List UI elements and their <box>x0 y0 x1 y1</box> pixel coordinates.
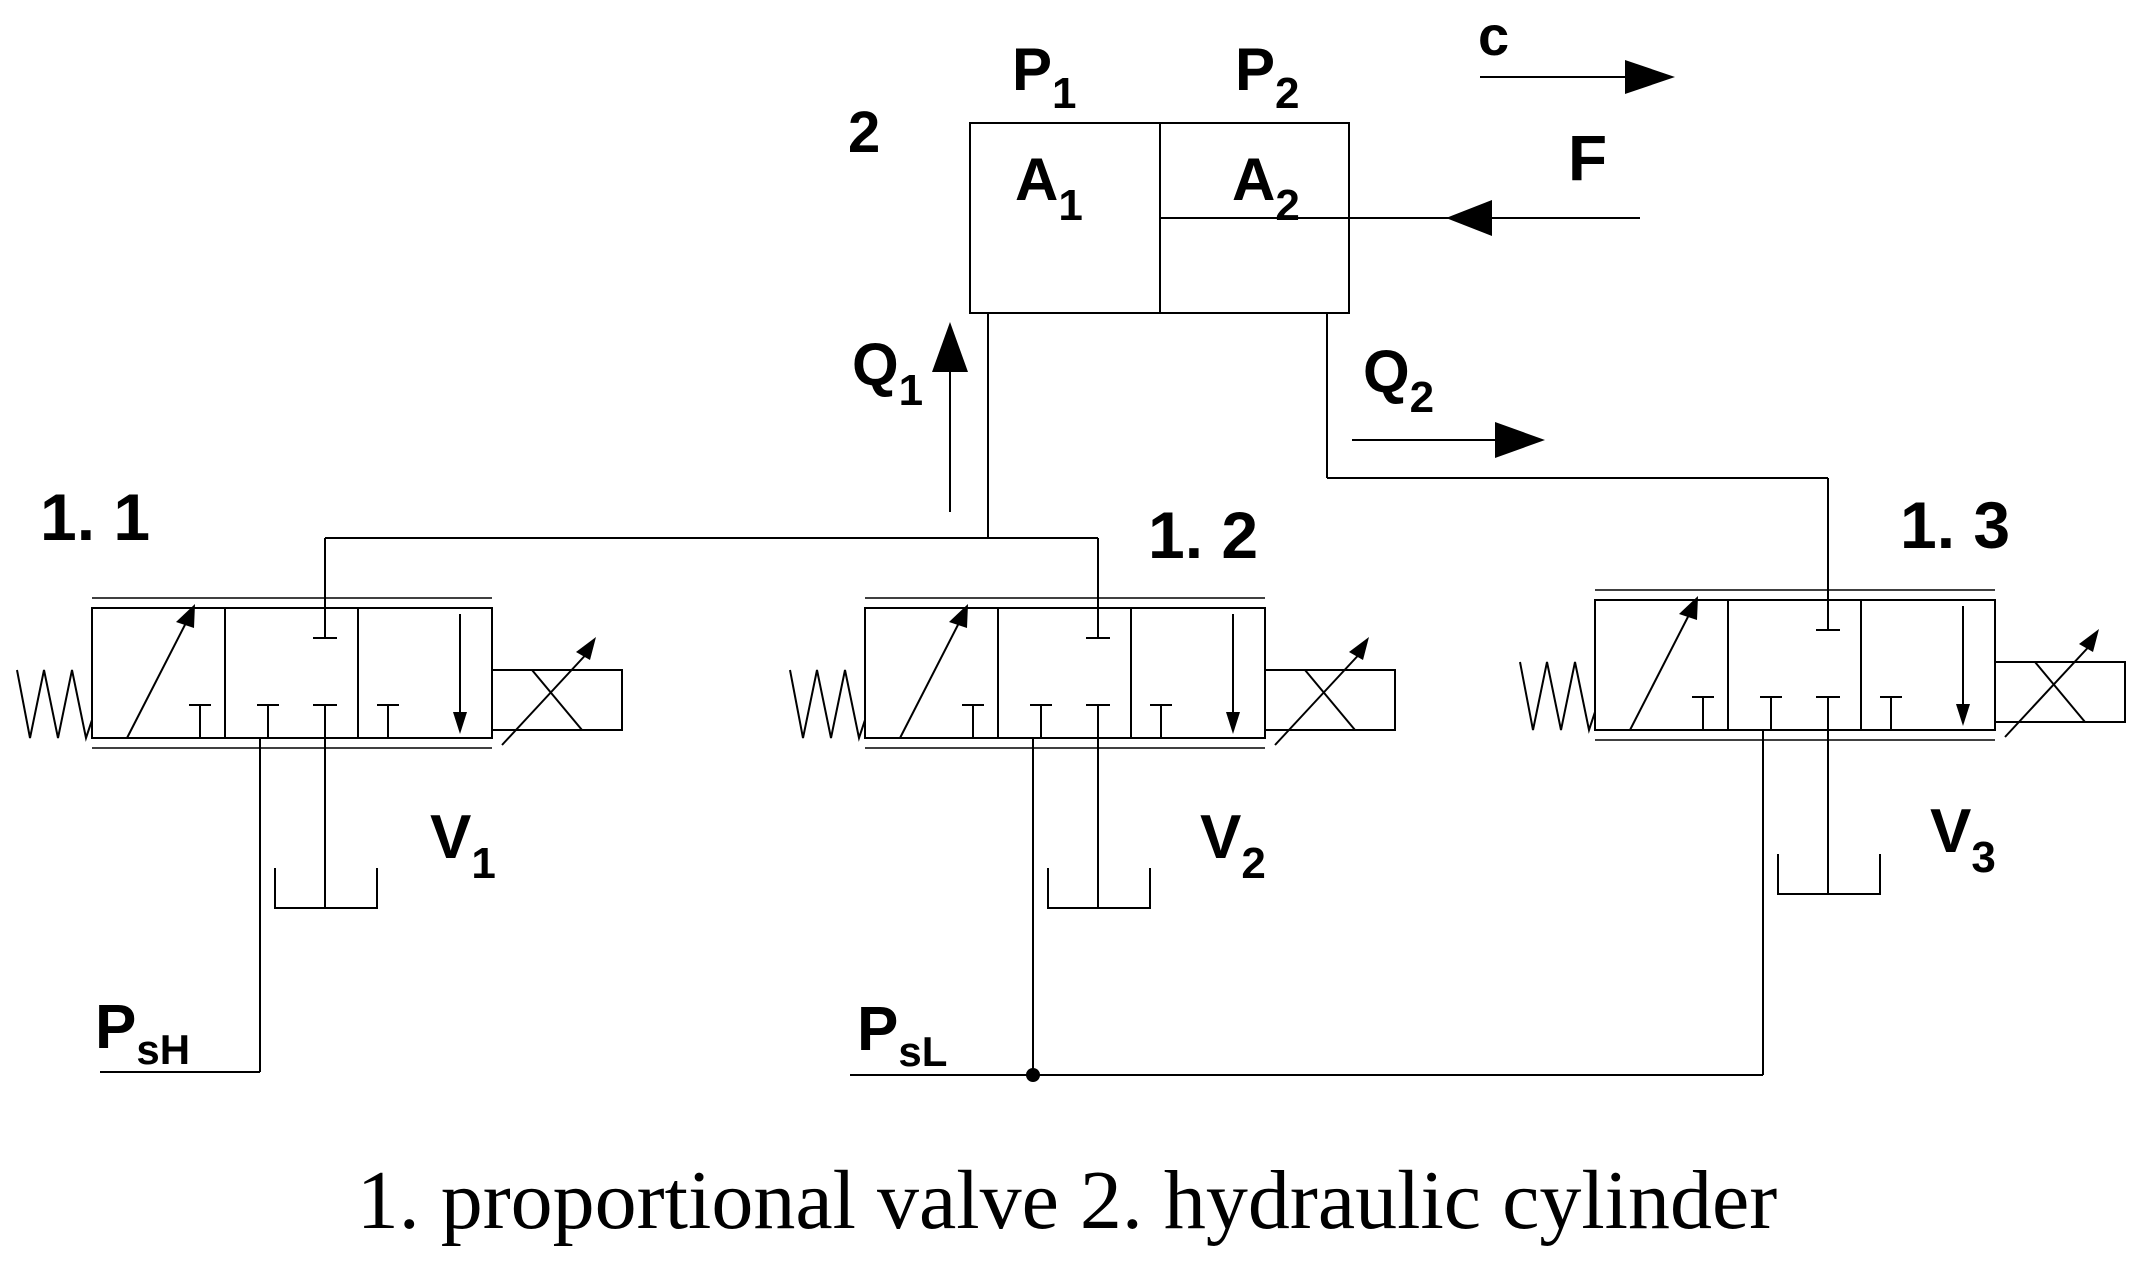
hydraulic-cylinder <box>969 60 1675 314</box>
flow-lines <box>324 313 1829 638</box>
valve-1-3 <box>1519 589 2126 1075</box>
area1-label: A1 <box>1015 146 1083 230</box>
area2-label: A2 <box>1232 146 1300 230</box>
velocity-label: c <box>1478 4 1509 67</box>
q2-label: Q2 <box>1363 338 1434 422</box>
valve-1-3-id: 1. 3 <box>1900 488 2010 562</box>
low-supply-label: PsL <box>857 995 947 1075</box>
figure-caption: 1. proportional valve 2. hydraulic cylin… <box>357 1154 1778 1247</box>
q1-arrow-head <box>932 322 968 372</box>
high-supply-label: PsH <box>95 993 190 1073</box>
valve-1-2-id: 1. 2 <box>1148 498 1258 572</box>
valve-1-2-label: V2 <box>1200 803 1266 888</box>
force-label: F <box>1568 122 1607 194</box>
valve-1-1-label: V1 <box>430 803 496 888</box>
valve-1-2 <box>789 597 1396 1075</box>
valve-1-3-label: V3 <box>1930 797 1996 882</box>
valve-1-1-id: 1. 1 <box>40 480 150 554</box>
supply-lines <box>100 1068 1763 1082</box>
valve-1-1 <box>16 597 623 1072</box>
pressure2-label: P2 <box>1235 36 1300 118</box>
q2-arrow-head <box>1495 422 1545 458</box>
pressure1-label: P1 <box>1012 36 1077 118</box>
velocity-arrow-head <box>1625 60 1675 94</box>
q1-label: Q1 <box>852 331 923 415</box>
junction-dot <box>1026 1068 1040 1082</box>
force-arrow-head <box>1446 200 1492 236</box>
cylinder-id-label: 2 <box>848 100 880 165</box>
